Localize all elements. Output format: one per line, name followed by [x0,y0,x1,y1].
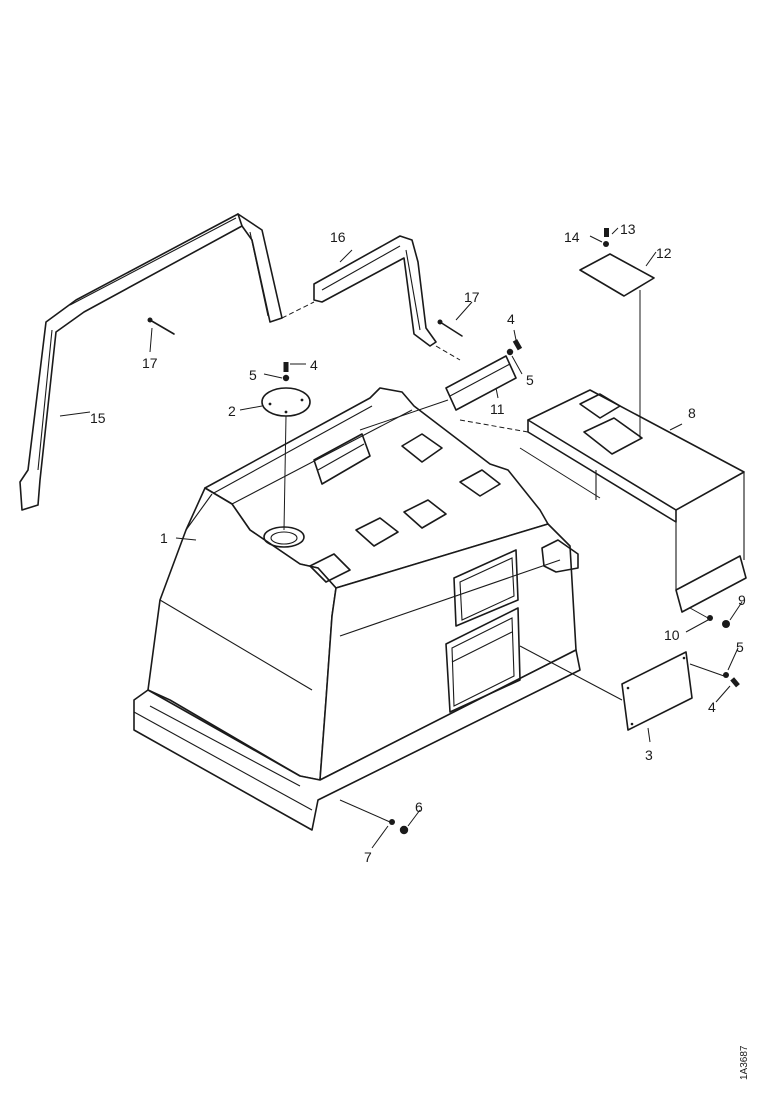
callout-11: 11 [490,401,505,417]
screw-4-panel [512,339,523,351]
callout-17-left: 17 [142,355,158,371]
washer-5-side [723,672,729,678]
part-15-left-rail [19,213,283,511]
callout-17-center: 17 [464,289,480,305]
part-8-rear-roof-panel [527,389,747,613]
callout-2: 2 [228,403,236,419]
callout-14: 14 [564,229,580,245]
callout-4-panel: 4 [507,311,515,327]
screw-4-cap [283,362,289,372]
washer-10 [707,615,713,621]
callout-5-side: 5 [736,639,744,655]
callout-13: 13 [620,221,636,237]
screw-13 [604,228,609,237]
nut-9 [722,620,730,628]
part-11-panel [445,355,517,411]
callout-7: 7 [364,849,372,865]
dashed-link-rear [459,419,529,433]
dashed-link-rails [281,301,315,319]
callout-10: 10 [664,627,680,643]
callout-12: 12 [656,245,672,261]
part-1-cab-body [133,387,581,831]
callout-16: 16 [330,229,346,245]
callout-3: 3 [645,747,653,763]
leader-lines [59,227,743,849]
callout-4-side: 4 [708,699,716,715]
callout-1: 1 [160,530,168,546]
washer-14 [603,241,609,247]
callout-15: 15 [90,410,106,426]
callout-4-cap: 4 [310,357,318,373]
part-12-small-plate [579,253,655,297]
callout-5-panel: 5 [526,372,534,388]
washer-5-cap [282,374,290,382]
center-line-cap [283,415,287,531]
washer-7 [389,819,395,825]
bolt-17-left [149,319,175,335]
bolt-17-center [439,321,463,337]
washer-5-panel [506,348,514,356]
callout-8: 8 [688,405,696,421]
part-3-side-plate [621,651,693,731]
part-16-center-rail [313,235,437,347]
callout-9: 9 [738,592,746,608]
dashed-link-center [435,345,461,361]
callout-5-cap: 5 [249,367,257,383]
callout-6: 6 [415,799,423,815]
screw-4-side [730,677,740,688]
nut-6 [399,825,409,835]
part-2-round-cap [261,387,311,417]
drawing-number: 1A3687 [739,1045,750,1080]
